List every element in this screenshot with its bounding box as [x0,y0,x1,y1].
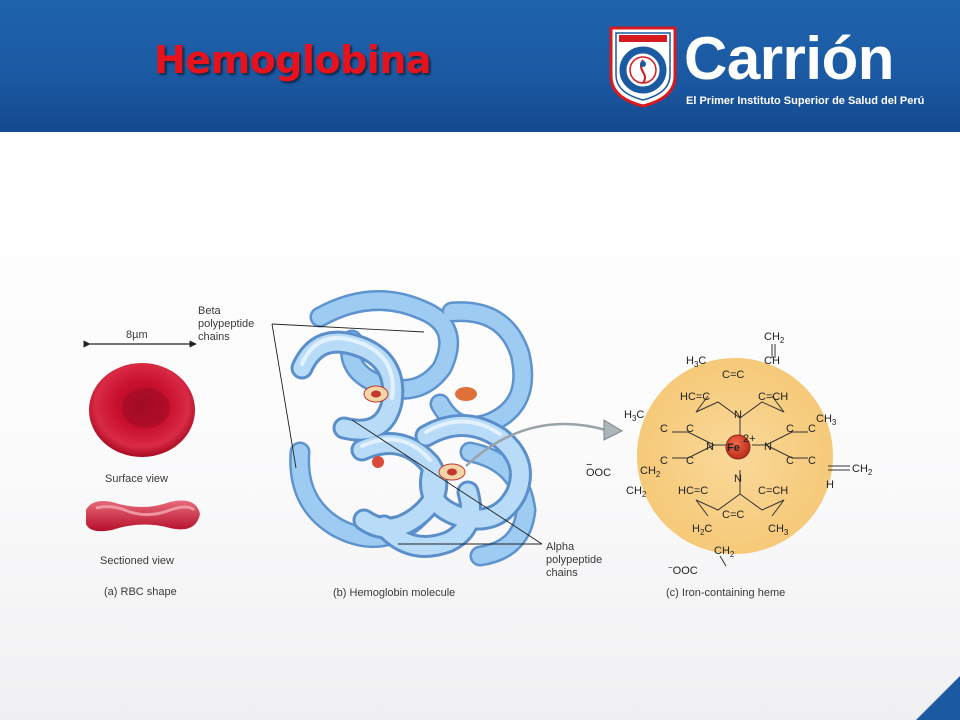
svg-text:−OOC: −OOC [668,563,698,577]
logo-tagline: El Primer Instituto Superior de Salud de… [686,95,925,107]
slide-content: 8µm Surface view Sectioned view (a) RBC … [0,132,960,720]
svg-text:N: N [734,409,742,421]
alpha-leader-lines [351,419,543,545]
heme-panel: Fe 2+ N N N N CH2 CH H3C C=C HC=C C=CH H… [586,331,873,599]
measure-label: 8µm [126,329,148,341]
svg-text:OOC: OOC [586,467,611,479]
svg-text:C: C [660,423,668,435]
rbc-panel: 8µm Surface view Sectioned view (a) RBC … [83,329,200,598]
hemoglobin-figure: 8µm Surface view Sectioned view (a) RBC … [83,290,873,599]
svg-text:C=CH: C=CH [758,391,788,403]
logo-wordmark: Carrión [684,25,894,92]
heme-structure-image: Fe 2+ N N N N CH2 CH H3C C=C HC=C C=CH H… [586,331,873,577]
corner-accent [916,676,960,720]
svg-text:C: C [686,423,694,435]
svg-text:N: N [706,441,714,453]
hemoglobin-ribbon-image [289,290,537,567]
svg-text:C: C [808,455,816,467]
svg-text:C: C [786,423,794,435]
svg-text:CH3: CH3 [768,523,789,537]
heme-groups [363,385,477,481]
svg-text:C: C [686,455,694,467]
svg-text:CH3: CH3 [816,413,837,427]
svg-text:HC=C: HC=C [678,485,708,497]
svg-text:H2C: H2C [692,523,712,537]
beta-leader-lines [271,323,425,469]
svg-text:C: C [808,423,816,435]
heme-caption: (c) Iron-containing heme [666,587,785,599]
svg-text:CH2: CH2 [626,485,647,499]
slide-title: Hemoglobina [154,38,432,82]
svg-text:C=C: C=C [722,369,744,381]
svg-text:−: − [586,459,592,471]
svg-text:C=C: C=C [722,509,744,521]
iron-label: Fe [727,442,740,454]
svg-text:C: C [660,455,668,467]
surface-view-label: Surface view [105,473,168,485]
hemoglobin-panel: Beta polypeptide chains Alpha polypeptid… [198,290,624,599]
svg-text:H: H [826,479,834,491]
svg-text:CH2: CH2 [852,463,873,477]
svg-text:C=CH: C=CH [758,485,788,497]
beta-chains-label: Beta polypeptide chains [198,305,257,343]
svg-text:CH2: CH2 [640,465,661,479]
hemoglobin-caption: (b) Hemoglobin molecule [333,587,455,599]
alpha-chains-label: Alpha polypeptide chains [546,541,605,579]
iron-charge-label: 2+ [743,433,756,445]
sectioned-view-label: Sectioned view [100,555,174,567]
institute-seal-logo [609,26,677,108]
svg-text:CH2: CH2 [764,331,785,345]
svg-text:HC=C: HC=C [680,391,710,403]
rbc-caption: (a) RBC shape [104,586,177,598]
svg-text:N: N [764,441,772,453]
svg-text:H3C: H3C [624,409,644,423]
svg-text:N: N [734,473,742,485]
svg-text:H3C: H3C [686,355,706,369]
zoom-arrow [465,422,607,467]
svg-text:CH: CH [764,355,780,367]
svg-text:CH2: CH2 [714,545,735,559]
slide-header: Hemoglobina Carrión El Primer Instituto … [0,0,960,132]
svg-text:C: C [786,455,794,467]
